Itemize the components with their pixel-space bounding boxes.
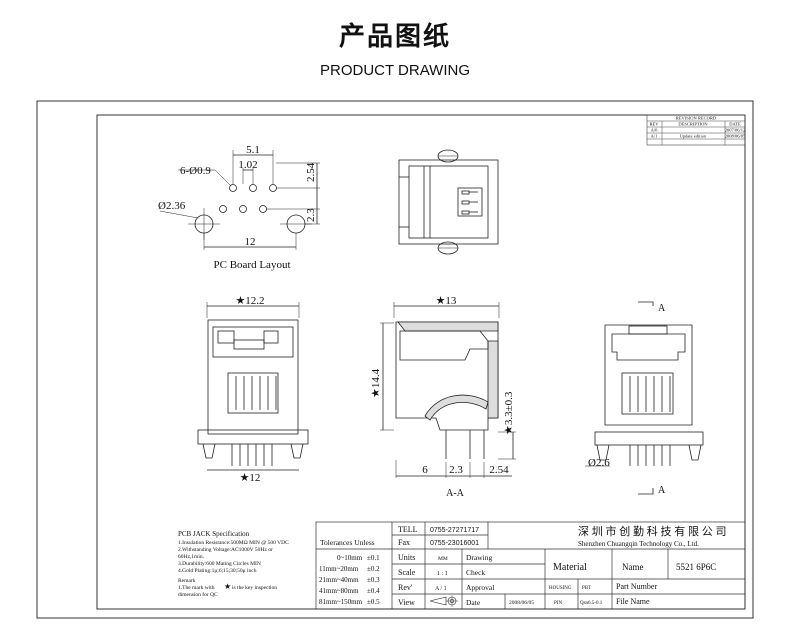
revision-header-desc: DESCRIPTION [678, 122, 708, 127]
section-marker-a-bottom: A [658, 485, 666, 496]
spec-line: 60Hz,1min. [178, 554, 205, 560]
pcb-layout-view [159, 150, 320, 250]
name-label: Name [622, 562, 644, 572]
revision-row-date: 2007/06/12 [725, 128, 746, 133]
spec-line: 3.Durability:600 Mating Circles MIN [178, 561, 261, 567]
revision-row-desc: Update edition [680, 134, 707, 139]
approval-label: Approval [466, 583, 494, 592]
revision-row-date: 2008/06/05 [725, 134, 746, 139]
tell-label: TELL [398, 525, 418, 534]
tolerance-value: ±0.4 [367, 587, 380, 595]
company-en: Shenzhen Chuangqin Technology Co., Ltd. [578, 540, 699, 548]
units-label: Units [398, 553, 415, 562]
view-label: View [398, 598, 415, 607]
tolerance-range: 0~10mm [337, 554, 363, 562]
page-title-en: PRODUCT DRAWING [320, 62, 470, 79]
dim-12-pcb: 12 [245, 236, 256, 248]
rev-label: Rev' [398, 583, 413, 592]
spec-line: 1.Insulation Resistance:500MΩ MIN @ 500 … [178, 540, 289, 546]
section-marker-a-top: A [658, 303, 666, 314]
section-view [380, 302, 516, 478]
pin-label: PIN [554, 601, 562, 606]
dim-2-3-section: 2.3 [449, 464, 463, 476]
rev-value: A / 1 [435, 586, 447, 592]
name-value: 5521 6P6C [676, 562, 716, 572]
tolerance-range: 21mm~40mm [319, 576, 359, 584]
spec-line: 4.Gold Plating:1μ;6;15;30;50μ inch [178, 568, 257, 574]
material-label: Material [553, 562, 587, 573]
outer-border [36, 100, 754, 619]
tolerances-label: Tolerances Unless [320, 538, 375, 547]
dim-12-front: ★12 [240, 472, 261, 484]
projection-symbol-icon [429, 595, 458, 607]
tolerance-value: ±0.1 [367, 554, 380, 562]
top-view [398, 149, 499, 255]
revision-title: REVISION RECORD [676, 116, 717, 121]
dim-6: 6 [422, 464, 428, 476]
dim-12-2: ★12.2 [235, 295, 264, 307]
spec-line: 2.Withstanding Voltage:AC1000V 50Hz or [178, 547, 273, 553]
remark-line-b: is the key inspection [232, 585, 277, 591]
dim-14-4: ★14.4 [370, 368, 382, 398]
tolerance-value: ±0.2 [367, 565, 380, 573]
pcb-layout-caption: PC Board Layout [214, 259, 291, 271]
tell-value: 0755-27271717 [430, 527, 479, 534]
dim-3-3: ★3.3±0.3 [503, 391, 515, 435]
units-value: MM [438, 556, 448, 562]
dim-2-6: Ø2.6 [588, 457, 610, 469]
revision-record: REVISION RECORD REV DESCRIPTION DATE A/0… [646, 114, 746, 146]
spec-title: PCB JACK Specification [178, 530, 250, 538]
remark-line-2: dimension for QC [178, 591, 218, 598]
specification: PCB JACK Specification 1.Insulation Resi… [178, 530, 289, 598]
side-view [585, 301, 704, 495]
dim-holes: 6-Ø0.9 [180, 165, 211, 177]
date-label: Date [466, 598, 481, 607]
file-name-label: File Name [616, 597, 650, 606]
drawing-label: Drawing [466, 553, 492, 562]
tolerance-range: 41mm~80mm [319, 587, 359, 595]
dim-2-36: Ø2.36 [158, 200, 186, 212]
page-title-cn: 产品图纸 [338, 22, 451, 52]
fax-label: Fax [398, 538, 410, 547]
pin-value: Qsn6.5-0.1 [580, 601, 603, 606]
dim-13: ★13 [436, 295, 457, 307]
tolerance-value: ±0.5 [367, 598, 380, 606]
section-label: A-A [446, 488, 465, 499]
revision-row-rev: A/0 [651, 128, 659, 133]
revision-header-rev: REV [650, 122, 660, 127]
tolerance-range: 11mm~20mm [319, 565, 359, 573]
dim-2-54-pcb: 2.54 [305, 162, 317, 182]
revision-row-rev: A/1 [651, 134, 658, 139]
dim-1-02: 1.02 [238, 159, 257, 171]
revision-header-date: DATE [729, 122, 741, 127]
check-label: Check [466, 568, 485, 577]
remark-star: ★ [224, 582, 231, 591]
dim-2-54-section: 2.54 [489, 464, 509, 476]
remark-line-a: 1.The mark with [178, 585, 215, 591]
fax-value: 0755-23016001 [430, 540, 479, 547]
tolerance-range: 81mm~150mm [319, 598, 363, 606]
scale-value: 1 : 1 [437, 571, 448, 577]
company-cn: 深 圳 市 创 勤 科 技 有 限 公 司 [578, 524, 727, 538]
date-value: 2008/06/05 [509, 600, 534, 606]
title-block [315, 521, 746, 610]
housing-value: PBT [582, 586, 591, 591]
tolerance-value: ±0.3 [367, 576, 380, 584]
remark-title: Remark [178, 578, 196, 584]
dim-2-3-pcb: 2.3 [305, 208, 317, 222]
part-number-label: Part Number [616, 582, 657, 591]
housing-label: HOUSING [549, 586, 572, 591]
dim-5-1: 5.1 [246, 144, 260, 156]
front-view [197, 302, 309, 471]
scale-label: Scale [398, 568, 416, 577]
